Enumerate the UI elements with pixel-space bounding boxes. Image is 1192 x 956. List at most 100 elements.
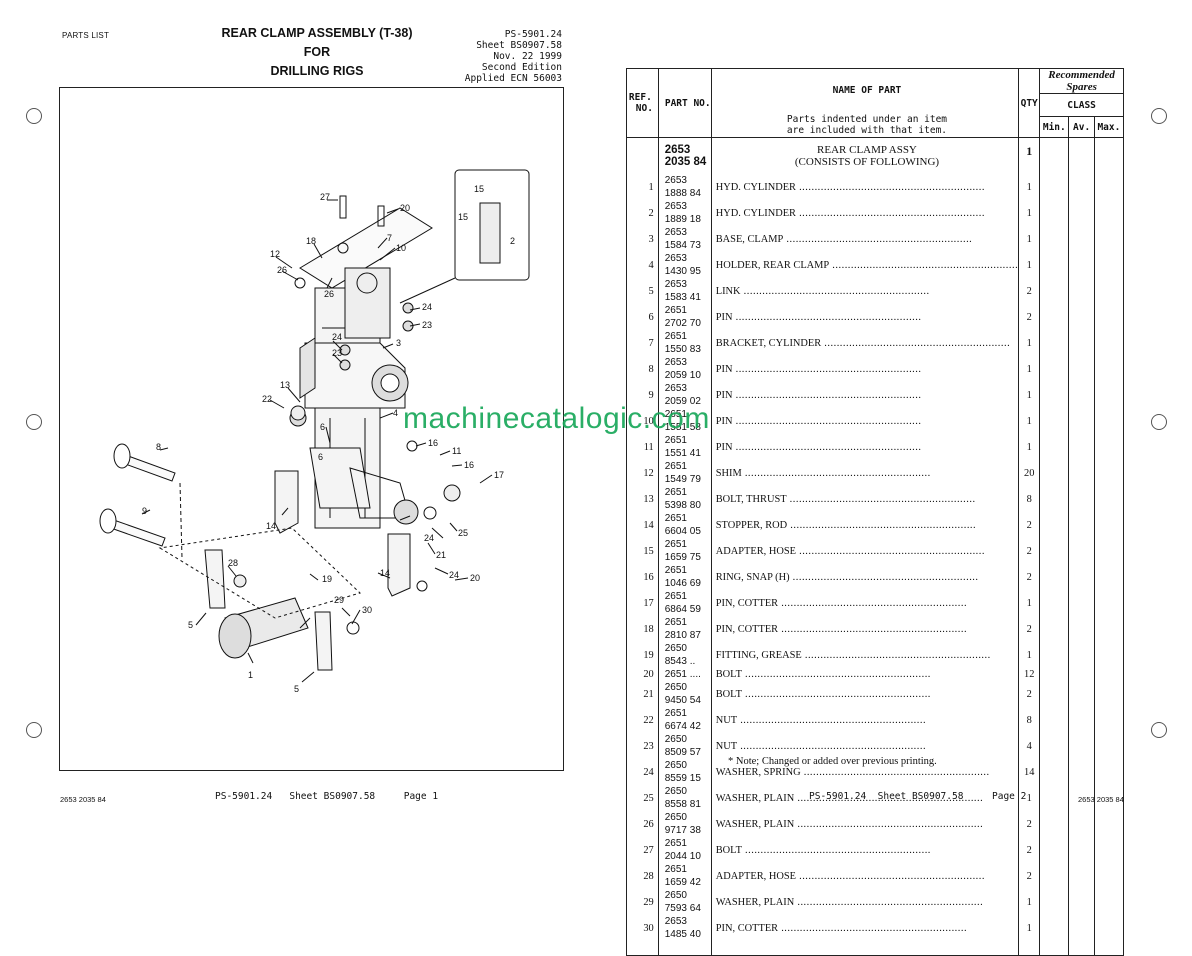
callout-number: 6	[320, 422, 325, 432]
row-spare-av	[1068, 681, 1095, 707]
row-part-no: 2651 1551 41	[657, 434, 712, 460]
row-part-no: 2653 1430 95	[657, 252, 712, 278]
row-spare-min	[1039, 616, 1070, 642]
row-part-no: 2650 8559 15	[657, 759, 712, 785]
page-title: REAR CLAMP ASSEMBLY (T-38) FOR DRILLING …	[200, 24, 434, 81]
row-spare-max	[1093, 863, 1125, 889]
row-qty: 1	[1018, 252, 1041, 278]
row-ref-no: 6	[626, 304, 659, 330]
callout-number: 23	[422, 320, 432, 330]
row-part-name: HOLDER, REAR CLAMP .....................…	[710, 252, 1020, 278]
row-spare-av	[1068, 512, 1095, 538]
row-spare-min	[1039, 759, 1070, 785]
row-ref-no: 26	[626, 811, 659, 837]
row-ref-no: 10	[626, 408, 659, 434]
row-part-name-text: HYD. CYLINDER	[715, 207, 796, 219]
callout-number: 12	[270, 249, 280, 259]
row-qty: 1	[1018, 642, 1041, 668]
leader-dots: ........................................…	[795, 181, 985, 193]
callout-number: 24	[332, 332, 342, 342]
row-spare-min	[1039, 889, 1070, 915]
row-part-name-text: ADAPTER, HOSE	[715, 870, 796, 882]
row-spare-min	[1039, 278, 1070, 304]
row-spare-av	[1068, 434, 1095, 460]
row-ref-no: 24	[626, 759, 659, 785]
row-part-no: 2653 2059 10	[657, 356, 712, 382]
row-ref-no: 8	[626, 356, 659, 382]
row-ref-no: 1	[626, 174, 659, 200]
row-part-no: 2650 9450 54	[657, 681, 712, 707]
leader-dots: ........................................…	[732, 415, 922, 427]
binder-hole-left-top	[26, 108, 42, 124]
row-part-name-text: PIN, COTTER	[715, 597, 779, 609]
row-spare-max	[1093, 616, 1125, 642]
leader-dots: ........................................…	[789, 571, 979, 583]
footer-part-number-right: 2653 2035 84	[1078, 795, 1124, 804]
row-part-name-text: PIN, COTTER	[715, 623, 779, 635]
row-part-name-text: PIN, COTTER	[715, 922, 779, 934]
row-qty: 14	[1018, 759, 1041, 785]
row-spare-max	[1093, 707, 1125, 733]
row-part-no: 2653 1584 73	[657, 226, 712, 252]
callout-number: 13	[280, 380, 290, 390]
row-part-name: LINK ...................................…	[710, 278, 1020, 304]
row-ref-no: 5	[626, 278, 659, 304]
row-part-name: HYD. CYLINDER ..........................…	[710, 200, 1020, 226]
row-spare-min	[1039, 252, 1070, 278]
row-spare-min	[1039, 785, 1070, 811]
row-spare-av	[1068, 590, 1095, 616]
leader-dots: ........................................…	[732, 363, 922, 375]
row-part-name: PIN ....................................…	[710, 304, 1020, 330]
row-part-name: BOLT ...................................…	[710, 681, 1020, 707]
row-part-no: 2653 1889 18	[657, 200, 712, 226]
callout-number: 30	[362, 605, 372, 615]
row-part-name: NUT ....................................…	[710, 733, 1020, 759]
row-ref-no: 21	[626, 681, 659, 707]
row-qty: 20	[1018, 460, 1041, 486]
row-part-name-text: HYD. CYLINDER	[715, 181, 796, 193]
row-part-name: PIN, COTTER ............................…	[710, 915, 1020, 941]
row-spare-av	[1068, 707, 1095, 733]
row-ref-no: 29	[626, 889, 659, 915]
row-qty: 2	[1018, 837, 1041, 863]
row-ref-no: 13	[626, 486, 659, 512]
callout-number: 24	[424, 533, 434, 543]
leader-dots: ........................................…	[794, 896, 984, 908]
callout-number: 4	[393, 408, 398, 418]
row-spare-min	[1039, 226, 1070, 252]
leader-dots: ........................................…	[741, 844, 931, 856]
row-spare-av	[1068, 330, 1095, 356]
row-spare-min	[1039, 733, 1070, 759]
row-part-name: STOPPER, ROD ...........................…	[710, 512, 1020, 538]
binder-hole-left-bottom	[26, 722, 42, 738]
binder-hole-right-top	[1151, 108, 1167, 124]
row-ref-no: 17	[626, 590, 659, 616]
row-part-no: 2651 6674 42	[657, 707, 712, 733]
row-part-name-text: NUT	[715, 714, 738, 726]
row-part-no: 2651 1659 75	[657, 538, 712, 564]
assembly-name: REAR CLAMP ASSY	[817, 144, 917, 156]
row-part-name: ADAPTER, HOSE ..........................…	[710, 863, 1020, 889]
row-part-no: 2651 2044 10	[657, 837, 712, 863]
row-part-name-text: PIN	[715, 363, 733, 375]
col-header-class: CLASS	[1039, 93, 1124, 117]
row-spare-max	[1093, 278, 1125, 304]
row-part-name: WASHER, PLAIN ..........................…	[710, 889, 1020, 915]
row-spare-min	[1039, 304, 1070, 330]
row-spare-max	[1093, 837, 1125, 863]
row-spare-max	[1093, 200, 1125, 226]
leader-dots: ........................................…	[732, 311, 922, 323]
col-header-ref-no: REF. NO.	[626, 68, 659, 138]
callout-number: 2	[510, 236, 515, 246]
row-spare-min	[1039, 356, 1070, 382]
row-ref-no: 20	[626, 668, 659, 681]
col-header-min: Min.	[1039, 116, 1070, 138]
assembly-qty: 1	[1018, 137, 1041, 174]
row-spare-av	[1068, 837, 1095, 863]
row-spare-max	[1093, 915, 1125, 941]
